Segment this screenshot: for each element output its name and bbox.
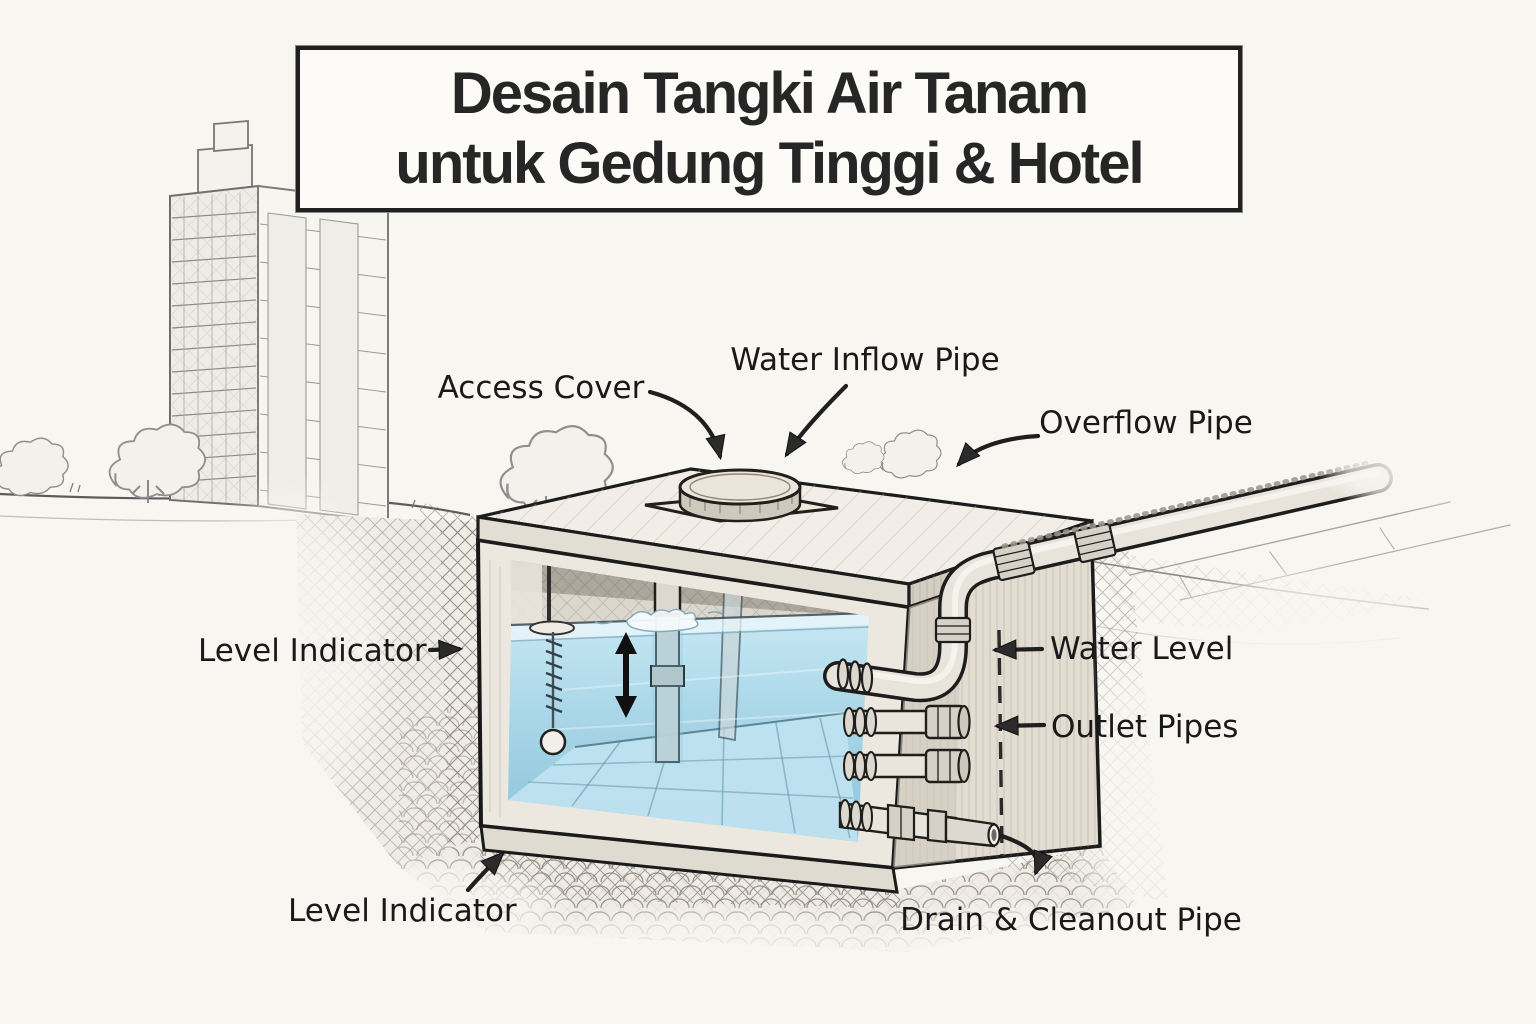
level-indicator-device xyxy=(529,560,575,756)
water-tank xyxy=(475,459,1393,894)
water-level-range-arrow xyxy=(615,632,637,718)
access-cover-arrow xyxy=(647,389,726,461)
tank-footing xyxy=(479,824,899,894)
pipe-fade xyxy=(1317,428,1507,512)
label-drain-cleanout-pipe: Drain & Cleanout Pipe xyxy=(900,902,1242,938)
overflow-pipe xyxy=(823,459,1393,703)
overflow-arrow xyxy=(956,433,1041,468)
page-title-line1: Desain Tangki Air Tanam xyxy=(450,61,1089,126)
label-access-cover: Access Cover xyxy=(438,370,645,406)
float-ball xyxy=(539,728,567,756)
excavation-soil xyxy=(183,470,1490,1013)
outlet-pipe xyxy=(842,748,971,784)
label-water-level: Water Level xyxy=(1050,631,1233,667)
annotation-arrows xyxy=(427,383,1053,893)
page-title-line2: untuk Gedung Tinggi & Hotel xyxy=(395,131,1144,196)
label-level-indicator-left: Level Indicator xyxy=(198,633,427,669)
level-indicator-bottom-arrow xyxy=(465,850,506,893)
label-water-inflow-pipe: Water Inflow Pipe xyxy=(730,342,999,378)
water-level-arrow xyxy=(991,639,1045,660)
building-sketch xyxy=(169,120,389,524)
level-indicator-left-arrow xyxy=(427,639,464,660)
title-box: Desain Tangki Air Tanam untuk Gedung Tin… xyxy=(296,46,1242,212)
wall-dashed-line xyxy=(997,629,1004,857)
drain-pipe xyxy=(838,799,1001,848)
label-outlet-pipes: Outlet Pipes xyxy=(1051,709,1238,745)
inflow-arrow xyxy=(784,383,849,458)
outlet-pipes-arrow xyxy=(993,715,1047,736)
label-level-indicator-bottom: Level Indicator xyxy=(288,893,517,929)
label-overflow-pipe: Overflow Pipe xyxy=(1039,405,1253,441)
annotation-labels: Access Cover Water Inflow Pipe Overflow … xyxy=(198,342,1253,938)
tank-interior xyxy=(508,560,869,842)
drain-arrow xyxy=(999,833,1053,877)
access-cover xyxy=(644,468,839,523)
outlet-pipe xyxy=(843,704,971,740)
